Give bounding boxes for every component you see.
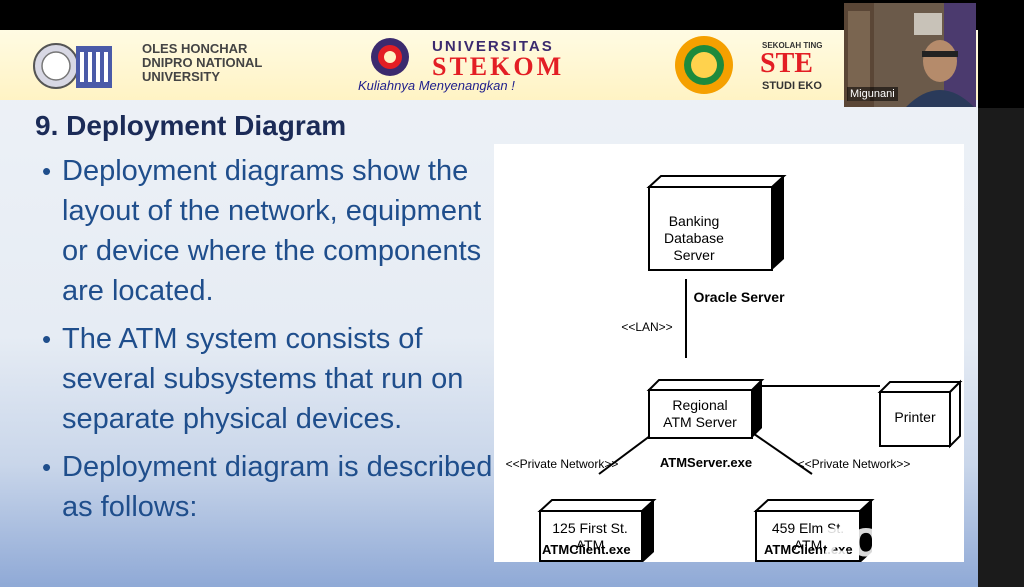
bullet-item: Deployment diagram is described as follo… — [40, 447, 500, 527]
regional-node-line1: Regional — [672, 397, 727, 413]
right-dark-strip — [978, 108, 1024, 587]
atm1-line2: ATM — [576, 537, 605, 553]
db-node-line3: Server — [673, 247, 715, 263]
slide-banner: OLES HONCHAR DNIPRO NATIONAL UNIVERSITY … — [0, 30, 978, 100]
private-network-label-right: <<Private Network>> — [798, 457, 911, 471]
stekom-gear-logo — [371, 38, 409, 76]
atm1-client-caption: ATMClient.exe — [542, 542, 631, 557]
deployment-diagram: Banking Database Server Oracle Server <<… — [494, 144, 964, 563]
atm1-line1: 125 First St. — [552, 520, 627, 536]
lan-label: <<LAN>> — [621, 320, 672, 334]
atm2-client-caption: ATMClient.exe — [764, 542, 853, 557]
sekolah-gear-logo — [675, 36, 733, 94]
atm-elm-street-node: 459 Elm St. ATM — [753, 499, 875, 563]
sekolah-name: STE — [760, 48, 813, 79]
dnipro-university-logo — [33, 43, 112, 89]
banking-database-server-node: Banking Database Server — [646, 175, 787, 271]
printer-label: Printer — [894, 409, 936, 425]
deployment-diagram-svg: Banking Database Server Oracle Server <<… — [506, 175, 963, 563]
private-network-link-right — [743, 426, 813, 475]
atm-first-street-node: 125 First St. ATM — [537, 499, 657, 563]
bullet-item: The ATM system consists of several subsy… — [40, 319, 500, 439]
zoom-watermark: zoom — [823, 510, 963, 568]
private-network-label-left: <<Private Network>> — [506, 457, 619, 471]
participant-name: Migunani — [847, 87, 898, 101]
db-node-line2: Database — [664, 230, 724, 246]
bullet-list: Deployment diagrams show the layout of t… — [40, 151, 500, 535]
regional-atm-server-node: Regional ATM Server — [646, 379, 765, 439]
bullet-item: Deployment diagrams show the layout of t… — [40, 151, 500, 311]
stekom-universitas-label: UNIVERSITAS — [432, 38, 554, 55]
atm2-line2: ATM — [794, 537, 823, 553]
atm2-line1: 459 Elm St. — [772, 520, 844, 536]
dnipro-university-name: OLES HONCHAR DNIPRO NATIONAL UNIVERSITY — [142, 41, 263, 84]
regional-node-line2: ATM Server — [663, 414, 737, 430]
db-node-line1: Banking — [669, 213, 720, 229]
oracle-server-caption: Oracle Server — [693, 289, 785, 305]
participant-video-tile[interactable]: Migunani — [844, 3, 976, 107]
stekom-tagline: Kuliahnya Menyenangkan ! — [358, 78, 515, 93]
stekom-name: STEKOM — [432, 52, 565, 81]
printer-node: Printer — [877, 379, 963, 449]
sekolah-top-label: SEKOLAH TING — [762, 41, 823, 50]
presentation-slide: OLES HONCHAR DNIPRO NATIONAL UNIVERSITY … — [0, 30, 978, 587]
atmserver-caption: ATMServer.exe — [660, 455, 752, 470]
sekolah-bottom-label: STUDI EKO — [762, 80, 822, 92]
slide-title: 9. Deployment Diagram — [35, 110, 347, 141]
